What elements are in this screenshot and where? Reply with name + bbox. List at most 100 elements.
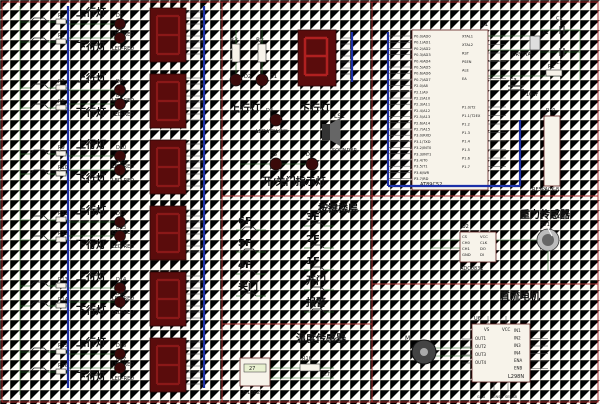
floor-key[interactable]: 报警 (304, 296, 334, 313)
mcu-pin-label: P1.1/T2EX (462, 114, 481, 118)
key-switch[interactable] (241, 270, 257, 275)
key-switch[interactable] (309, 244, 325, 249)
floor-key[interactable]: 6F (236, 216, 266, 231)
r3-label: R3 (230, 37, 238, 44)
l298-pin-label: SENSB (505, 395, 518, 399)
push-button[interactable] (29, 37, 49, 43)
adc-chip (459, 231, 497, 263)
up-lamp-label: 上行灯 (76, 138, 106, 151)
key-switch[interactable] (241, 226, 257, 231)
push-button[interactable] (29, 367, 49, 373)
row-res-label: R11 (58, 211, 68, 217)
down-lamp-label: 下行灯 (76, 40, 106, 53)
floor-row-1: R5R6上行灯下行灯D6LED-REDD7LED-RED (20, 6, 204, 63)
l298-chip (471, 323, 531, 383)
push-button[interactable] (29, 83, 49, 89)
push-button[interactable] (29, 215, 49, 221)
floor-key[interactable]: 5F (236, 238, 266, 253)
crystal-x1 (529, 35, 541, 51)
l298-pin-label: ENA (514, 358, 523, 363)
floor-led-label: D15 (116, 291, 126, 297)
l298-pin-label: IN4 (514, 351, 521, 356)
push-button[interactable] (29, 281, 49, 287)
floor-row-3: R9R10上行灯下行灯D10LED-REDD11LED-RED (20, 138, 204, 195)
key-label: 4F (238, 260, 252, 271)
floor-key[interactable]: 2F (304, 234, 334, 249)
key-switch[interactable] (309, 266, 325, 271)
push-button[interactable] (29, 301, 49, 307)
led-d1 (255, 73, 269, 87)
floor-key[interactable]: 4F (236, 260, 266, 275)
mid-top-indicators: R3 R2 D2 D1 D3 LED-YELLOW 上行灯 下行灯 LS1 SO… (229, 29, 358, 188)
mcu-section: U1 AT89C52 P0.0/AD0P0.1/AD1P0.2/AD2P0.3/… (386, 16, 581, 193)
key-label: 关门 (238, 280, 258, 293)
row-res-label: R13 (58, 277, 68, 283)
mcu-pin-label: P2.5/A13 (414, 115, 430, 119)
left-panel-floor-displays: R5R6上行灯下行灯D6LED-REDD7LED-REDR7R8上行灯下行灯D8… (19, 6, 206, 395)
mcu-pin-label: P0.4/AD4 (414, 59, 431, 63)
key-switch[interactable] (241, 292, 257, 297)
down-lamp-label: 下行灯 (76, 106, 106, 119)
row-resistor (55, 18, 67, 25)
key-switch[interactable] (309, 286, 325, 291)
ls1-label: LS1 (334, 113, 345, 120)
mcu-pin-label: P0.5/AD5 (414, 66, 431, 70)
crystal-label: X1 (542, 30, 549, 36)
floor-row-6: R15R16上行灯下行灯D16LED-REDD17LED-RED (20, 336, 204, 393)
row-res-label: R6 (58, 33, 65, 39)
up-lamp-label: 上行灯 (76, 6, 106, 19)
row-res-label: R10 (58, 165, 68, 171)
floor-key[interactable]: 3F (304, 212, 334, 227)
adc-pin-label: DI (480, 252, 484, 257)
mcu-pin-label: P1.6 (462, 157, 471, 161)
led-type-label: LED-RED (112, 376, 134, 382)
temp-title: 温度传感器 (296, 332, 347, 345)
adc-pin-label: GND (462, 252, 471, 257)
l298-pin-label: OUT4 (475, 360, 487, 365)
crystal-value: CRYSTAL (512, 52, 534, 58)
key-switch[interactable] (309, 222, 325, 227)
temperature-section: 温度传感器 27 DS18B20 R16 4.7k (239, 332, 347, 396)
floor-led-label: D9 (116, 93, 123, 99)
up-lamp-label: 上行灯 (76, 72, 106, 85)
floor-row-4: R11R12上行灯下行灯D12LED-REDD13LED-RED (20, 204, 204, 261)
sounder (322, 124, 330, 140)
mid-down-label: 下行灯 (300, 102, 330, 115)
mcu-pin-label: P1.0/T2 (462, 106, 476, 110)
row-resistor (55, 348, 67, 355)
push-button[interactable] (29, 169, 49, 175)
row-resistor (55, 282, 67, 289)
mcu-pin-label: P0.3/AD3 (414, 53, 431, 57)
floor-key[interactable]: 关门 (236, 280, 266, 297)
floor-key[interactable]: 开门 (304, 274, 334, 291)
mcu-pin-label: P3.5/T1 (414, 165, 428, 169)
down-lamp-label: 下行灯 (76, 238, 106, 251)
push-button[interactable] (29, 149, 49, 155)
key-label: 开门 (306, 274, 326, 287)
l298-pin-label: IN1 (514, 328, 521, 333)
push-button[interactable] (29, 347, 49, 353)
adc-pin-label: VCC (480, 234, 488, 239)
row-resistor (55, 84, 67, 91)
pot-label: RV1 (540, 222, 550, 228)
l298-pin-label: OUT1 (475, 336, 487, 341)
rp1-value: RESPACK-8 (532, 187, 559, 193)
floor-led (114, 216, 126, 228)
floor-led (114, 348, 126, 360)
r2-label: R2 (256, 37, 264, 44)
key-switch[interactable] (309, 308, 325, 313)
adc-pin-label: CH1 (462, 246, 471, 251)
l298-pin-label: VS (484, 327, 490, 332)
key-switch[interactable] (241, 248, 257, 253)
row-resistor (55, 104, 67, 111)
push-button[interactable] (29, 235, 49, 241)
push-button[interactable] (29, 17, 49, 23)
led-type-label: LED-RED (112, 112, 134, 118)
row-resistor (55, 150, 67, 157)
push-button[interactable] (29, 103, 49, 109)
temp-value: 27 (249, 366, 255, 372)
d5-label: D5 (270, 152, 277, 158)
mcu-pin-label: XTAL2 (462, 43, 473, 47)
floor-key[interactable]: 1F (304, 256, 334, 271)
